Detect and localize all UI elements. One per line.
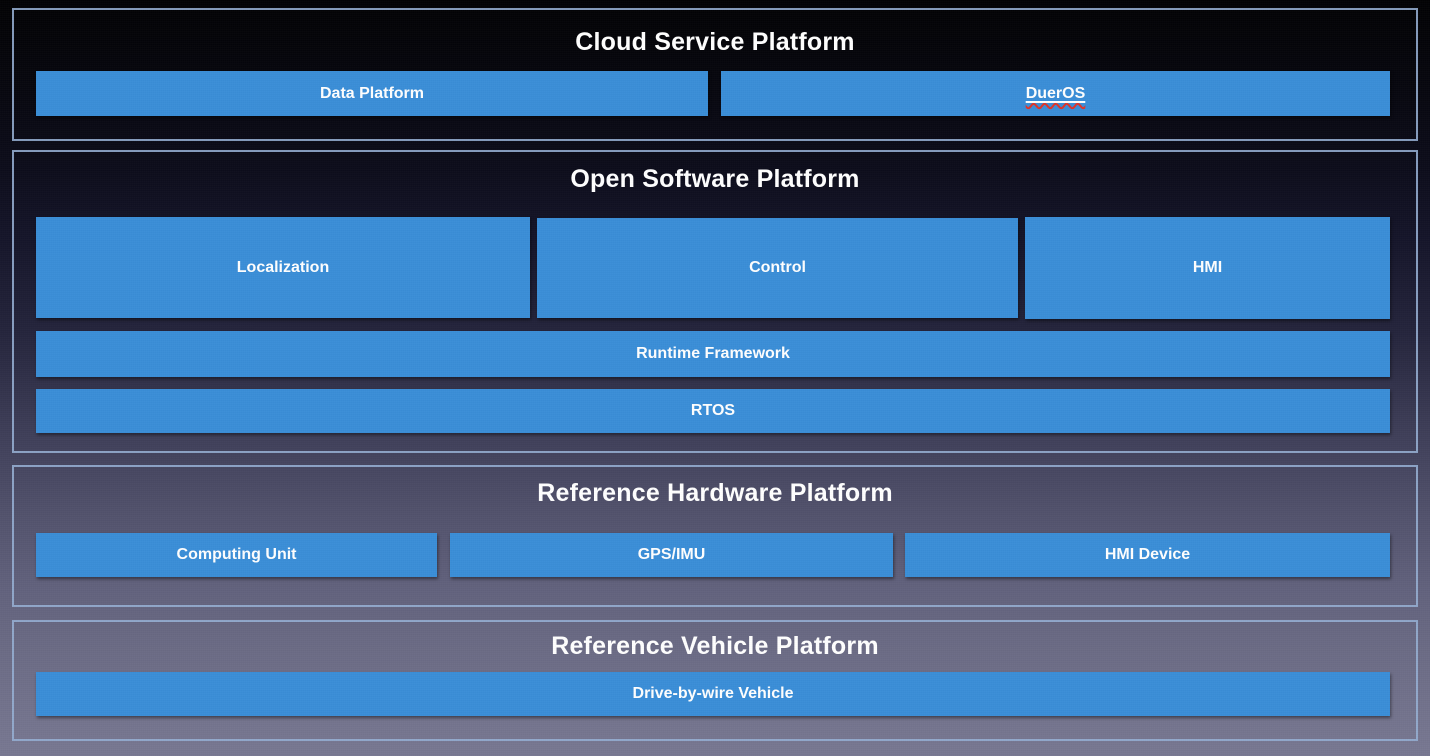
box-computing-unit-label: Computing Unit xyxy=(176,546,297,563)
box-localization-label: Localization xyxy=(236,258,330,276)
section-open-software-platform: Open Software Platform Localization Cont… xyxy=(12,150,1418,453)
box-hmi: HMI xyxy=(1025,217,1390,319)
section-title-cloud-service-platform: Cloud Service Platform xyxy=(575,28,855,56)
box-control-label: Control xyxy=(749,259,806,276)
box-localization: Localization xyxy=(36,217,530,318)
box-data-platform: Data Platform xyxy=(36,71,708,116)
box-drive-by-wire-vehicle: Drive-by-wire Vehicle xyxy=(36,672,1390,716)
section-cloud-service-platform: Cloud Service Platform Data Platform Due… xyxy=(12,8,1418,141)
box-rtos: RTOS xyxy=(36,389,1390,433)
section-title-open-software-platform: Open Software Platform xyxy=(570,165,860,193)
box-hmi-label: HMI xyxy=(1192,259,1223,276)
spellcheck-wavy-underline: DuerOS xyxy=(1026,85,1086,103)
box-control: Control xyxy=(537,218,1018,318)
box-dueros: DuerOS xyxy=(721,71,1390,116)
box-runtime-framework: Runtime Framework xyxy=(36,331,1390,377)
section-reference-vehicle-platform: Reference Vehicle Platform Drive-by-wire… xyxy=(12,620,1418,741)
box-hmi-device: HMI Device xyxy=(905,533,1390,577)
section-title-reference-hardware-platform: Reference Hardware Platform xyxy=(537,479,893,507)
box-dueros-label: DuerOS xyxy=(1025,84,1086,102)
box-gps-imu: GPS/IMU xyxy=(450,533,893,577)
box-drive-by-wire-vehicle-label: Drive-by-wire Vehicle xyxy=(632,685,794,702)
section-reference-hardware-platform: Reference Hardware Platform Computing Un… xyxy=(12,465,1418,607)
box-runtime-framework-label: Runtime Framework xyxy=(636,345,790,362)
box-data-platform-label: Data Platform xyxy=(319,84,425,102)
box-gps-imu-label: GPS/IMU xyxy=(637,546,706,563)
box-hmi-device-label: HMI Device xyxy=(1104,546,1191,563)
section-title-reference-vehicle-platform: Reference Vehicle Platform xyxy=(551,632,879,660)
box-computing-unit: Computing Unit xyxy=(36,533,437,577)
box-rtos-label: RTOS xyxy=(690,402,736,419)
